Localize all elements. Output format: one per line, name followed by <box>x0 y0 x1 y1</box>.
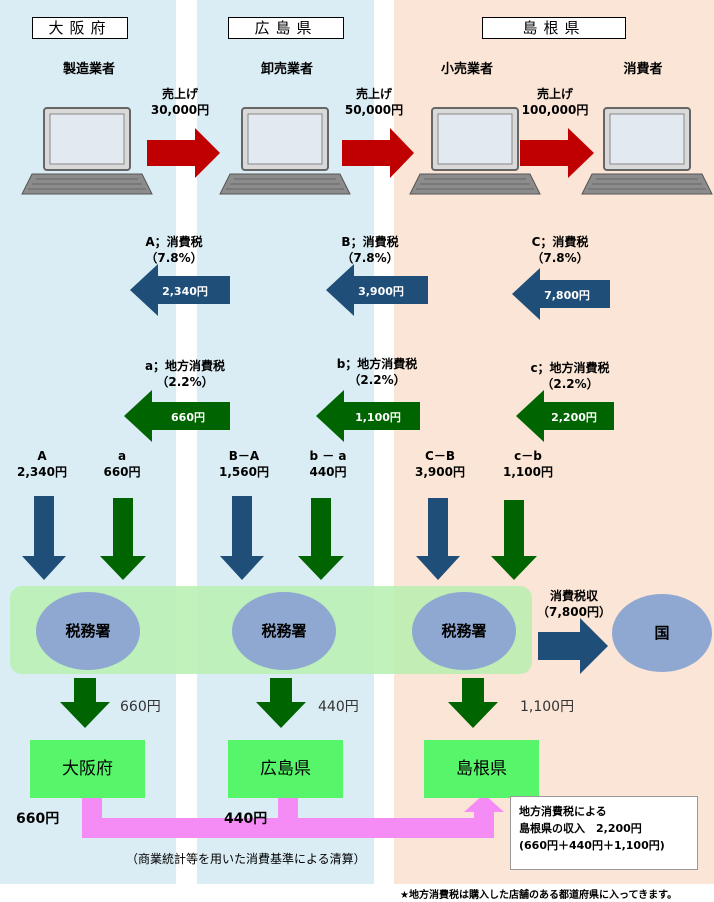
tax-label-a: A；消費税（7.8%） <box>145 235 203 265</box>
prefecture-osaka: 大阪府 <box>30 740 145 798</box>
header-hiroshima: 広島県 <box>228 17 344 39</box>
settlement-caption: （商業統計等を用いた消費基準による清算） <box>126 852 366 866</box>
pay-arrow-ba <box>298 498 344 580</box>
national-ellipse: 国 <box>612 594 712 672</box>
transfer-amount-osaka: 660円 <box>120 699 161 715</box>
sales-arrow-1 <box>147 128 220 178</box>
tax-office-osaka: 税務署 <box>36 592 140 670</box>
role-consumer: 消費者 <box>623 62 663 77</box>
income-line2: 島根県の収入 2,200円 <box>519 822 642 835</box>
pay-arrow-CB <box>416 498 460 580</box>
income-line1: 地方消費税による <box>519 805 607 818</box>
transfer-amount-shimane: 1,100円 <box>520 699 575 715</box>
settlement-left-amount: 660円 <box>16 811 60 827</box>
tax-arrow-a <box>130 264 230 316</box>
pay-arrow-cb <box>491 500 537 580</box>
transfer-arrow-shimane <box>448 678 498 728</box>
local-value-c: 2,200円 <box>551 411 597 424</box>
role-wholesaler: 卸売業者 <box>260 62 313 77</box>
settlement-arrow <box>82 794 504 838</box>
national-caption: 消費税収（7,800円） <box>537 589 611 619</box>
tax-label-c: C；消費税（7.8%） <box>531 235 589 265</box>
consumer-laptop-icon <box>581 107 713 195</box>
prefecture-hiroshima: 広島県 <box>228 740 343 798</box>
sales-arrow-2 <box>342 128 414 178</box>
tax-value-c: 7,800円 <box>544 289 590 302</box>
local-value-a: 660円 <box>171 411 205 424</box>
manufacturer-laptop-icon <box>21 107 153 195</box>
pay-arrow-BA <box>220 496 264 580</box>
pay-arrow-A <box>22 496 66 580</box>
tax-value-a: 2,340円 <box>162 285 208 298</box>
local-label-c: c；地方消費税（2.2%） <box>530 361 610 391</box>
local-arrow-c <box>516 390 614 442</box>
local-arrow-b <box>316 390 420 442</box>
footnote: ★地方消費税は購入した店舗のある都道府県に入ってきます。 <box>400 890 678 901</box>
sales-arrow-3 <box>520 128 594 178</box>
local-label-a: a；地方消費税（2.2%） <box>144 359 226 389</box>
transfer-arrow-hiroshima <box>256 678 306 728</box>
prefecture-shimane: 島根県 <box>424 740 539 798</box>
tax-office-shimane: 税務署 <box>412 592 516 670</box>
tax-value-b: 3,900円 <box>358 285 404 298</box>
role-retailer: 小売業者 <box>440 62 493 77</box>
income-line3: (660円＋440円＋1,100円) <box>519 839 665 852</box>
transfer-amount-hiroshima: 440円 <box>318 699 359 715</box>
role-manufacturer: 製造業者 <box>62 62 115 77</box>
local-label-b: b；地方消費税（2.2%） <box>336 357 418 387</box>
settlement-mid-amount: 440円 <box>224 811 268 827</box>
header-osaka: 大阪府 <box>32 17 128 39</box>
transfer-arrow-osaka <box>60 678 110 728</box>
tax-label-b: B；消費税（7.8%） <box>341 235 399 265</box>
tax-arrow-c <box>512 268 610 320</box>
tax-office-hiroshima: 税務署 <box>232 592 336 670</box>
wholesaler-laptop-icon <box>219 107 351 195</box>
tax-arrow-b <box>326 264 428 316</box>
header-shimane: 島根県 <box>482 17 626 39</box>
national-arrow <box>538 618 608 674</box>
local-value-b: 1,100円 <box>355 411 401 424</box>
pay-arrow-a <box>100 498 146 580</box>
shimane-income-box: 地方消費税による 島根県の収入 2,200円 (660円＋440円＋1,100円… <box>510 796 698 870</box>
local-arrow-a <box>124 390 230 442</box>
